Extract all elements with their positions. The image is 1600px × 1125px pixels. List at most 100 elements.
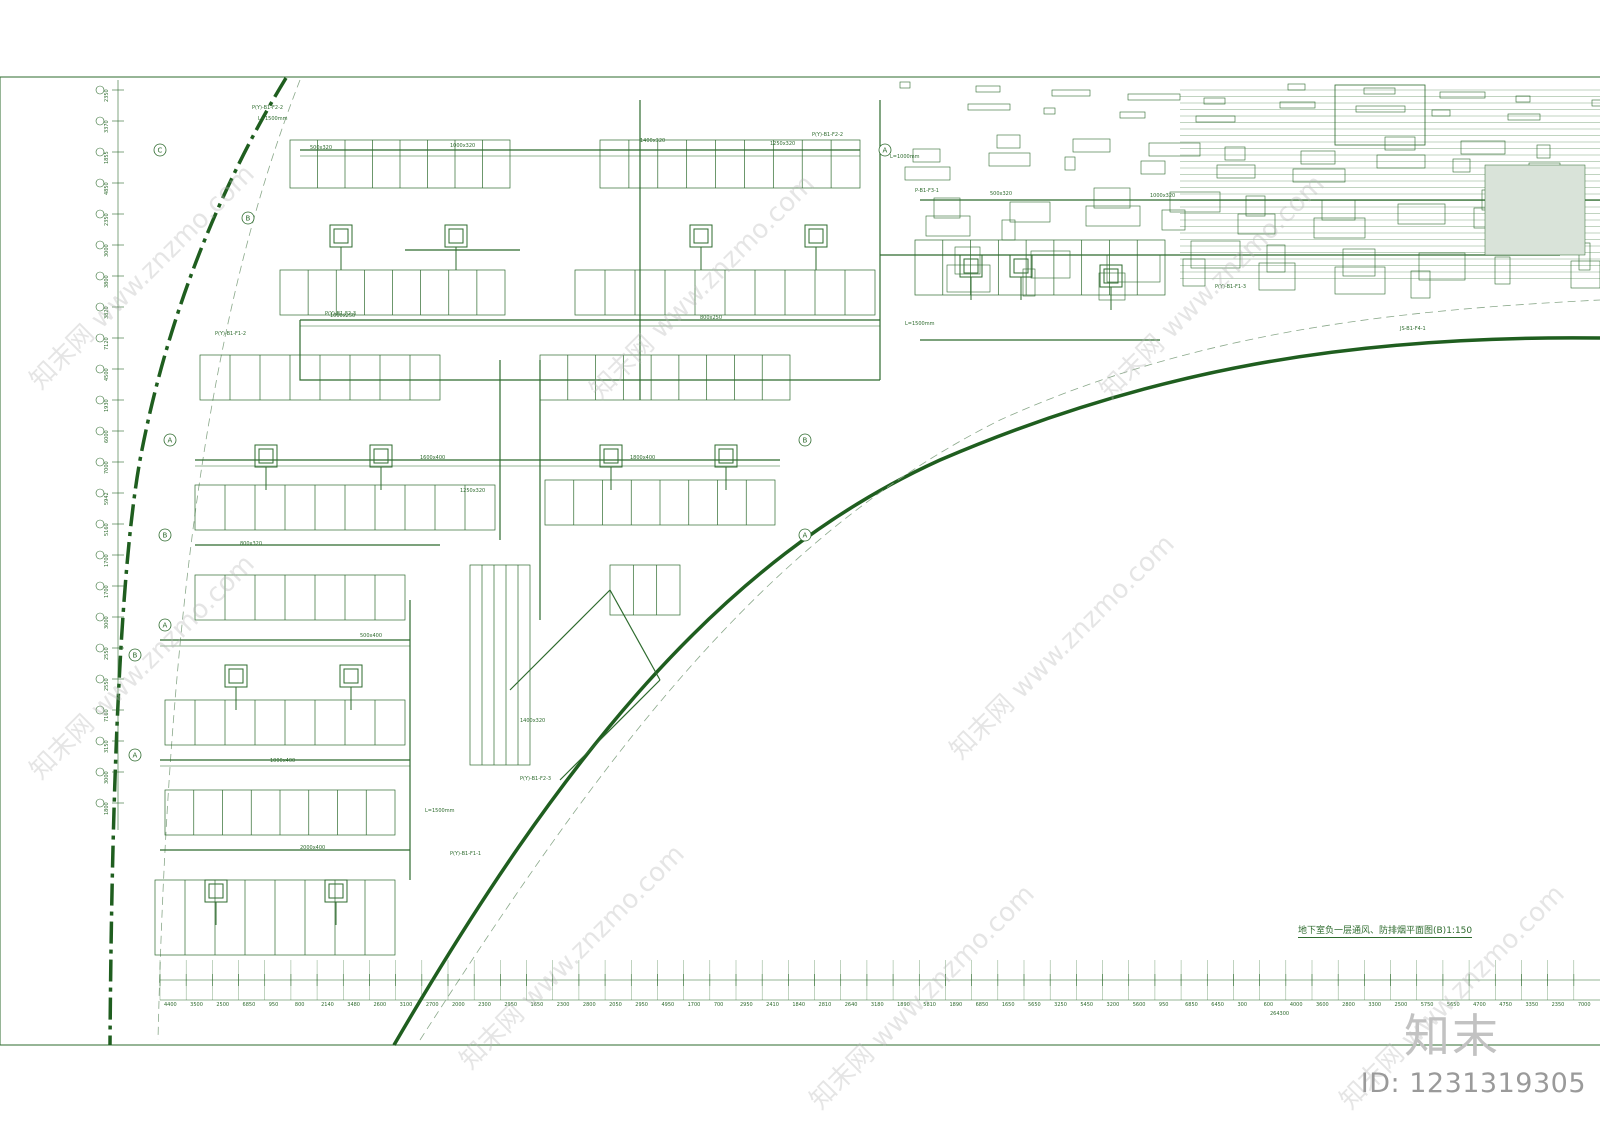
dim-label-bottom: 4750 — [1499, 1002, 1512, 1008]
axis-bubble — [153, 143, 167, 157]
fan-unit-core — [693, 228, 709, 244]
dim-label-bottom: 4000 — [1290, 1002, 1303, 1008]
dim-label-bottom: 3500 — [190, 1002, 203, 1008]
bottom-dimension-chain — [159, 960, 1600, 1001]
dim-label-bottom: 3300 — [1368, 1002, 1381, 1008]
axis-bubble — [128, 748, 142, 762]
grid-bubble — [95, 271, 105, 281]
dim-label-bottom: 950 — [1159, 1002, 1169, 1008]
dim-label-bottom: 1840 — [792, 1002, 805, 1008]
dim-label-bottom: 2500 — [1395, 1002, 1408, 1008]
dim-label-bottom: 2350 — [1552, 1002, 1565, 1008]
grid-bubble — [95, 612, 105, 622]
dim-label-bottom: 2800 — [1342, 1002, 1355, 1008]
axis-label: B — [163, 532, 168, 540]
equipment-block — [1119, 111, 1146, 119]
dim-label-bottom: 2800 — [583, 1002, 596, 1008]
dim-label-bottom: 2140 — [321, 1002, 334, 1008]
equipment-block — [1030, 250, 1071, 279]
fan-unit — [339, 664, 363, 688]
equipment-block — [1237, 213, 1276, 235]
dim-label-bottom: 2950 — [740, 1002, 753, 1008]
dim-label-bottom: 4400 — [164, 1002, 177, 1008]
dim-label-bottom: 5450 — [1080, 1002, 1093, 1008]
equipment-block — [899, 81, 911, 89]
dim-label-bottom: 3180 — [871, 1002, 884, 1008]
dim-label-bottom: 1650 — [531, 1002, 544, 1008]
axis-label: A — [883, 147, 888, 155]
duct-size-label: 800x250 — [700, 315, 722, 321]
equipment-block — [1384, 136, 1416, 151]
fan-unit-core — [208, 883, 224, 899]
hatched-shaft — [1484, 164, 1586, 256]
equipment-block — [967, 103, 1011, 111]
dim-label-left: 7120 — [104, 337, 110, 350]
equipment-block — [1022, 268, 1036, 297]
diagonal-duct — [509, 589, 611, 691]
fan-unit-core — [718, 448, 734, 464]
dim-label-bottom: 3100 — [400, 1002, 413, 1008]
equipment-room-area — [899, 81, 1600, 301]
duct-size-label: 1250x320 — [770, 141, 795, 147]
fan-unit-core — [1013, 258, 1029, 274]
dim-label-bottom: 7000 — [1578, 1002, 1591, 1008]
equipment-block — [912, 148, 941, 163]
equipment-block — [1292, 168, 1346, 183]
dim-label-left: 3150 — [104, 740, 110, 753]
dim-label-bottom: 1890 — [949, 1002, 962, 1008]
parking-block — [609, 564, 681, 616]
dim-label-bottom: 3350 — [1525, 1002, 1538, 1008]
grid-bubble — [95, 178, 105, 188]
dim-label-left: 3000 — [104, 244, 110, 257]
duct-size-label: 500x320 — [310, 145, 332, 151]
dim-label-left: 2550 — [104, 678, 110, 691]
grid-bubble — [95, 302, 105, 312]
equipment-block — [1245, 195, 1266, 217]
fan-units — [204, 224, 1123, 925]
equipment-block — [1279, 101, 1316, 109]
grid-bubble — [95, 767, 105, 777]
equipment-block — [1334, 266, 1386, 295]
grid-bubble — [95, 85, 105, 95]
dim-label-bottom: 6850 — [976, 1002, 989, 1008]
dim-label-left: 2550 — [104, 647, 110, 660]
fan-unit — [224, 664, 248, 688]
axis-label: C — [158, 147, 163, 155]
dim-label-left: 1700 — [104, 554, 110, 567]
fan-unit-core — [448, 228, 464, 244]
grid-bubble — [95, 519, 105, 529]
fan-unit-core — [258, 448, 274, 464]
grid-bubble — [95, 209, 105, 219]
duct-size-label: 1000x400 — [270, 758, 295, 764]
parking-block — [539, 354, 791, 401]
fan-unit-core — [963, 258, 979, 274]
dim-label-left: 3370 — [104, 120, 110, 133]
axis-bubble — [158, 618, 172, 632]
dim-label-bottom: 2640 — [845, 1002, 858, 1008]
dim-label-left: 5160 — [104, 523, 110, 536]
dim-label-left: 1700 — [104, 585, 110, 598]
equipment-block — [946, 264, 991, 293]
dim-label-bottom: 2700 — [426, 1002, 439, 1008]
duct-size-label: 1400x320 — [640, 138, 665, 144]
dim-label-left: 3000 — [104, 616, 110, 629]
dim-label-left: 7000 — [104, 461, 110, 474]
dim-label-bottom: 700 — [714, 1002, 724, 1008]
equipment-block — [1064, 156, 1076, 171]
duct-size-label: 800x320 — [240, 541, 262, 547]
dim-label-bottom: 950 — [269, 1002, 279, 1008]
parking-block — [599, 139, 861, 189]
equipment-block — [1093, 187, 1131, 209]
equipment-block — [1043, 107, 1056, 115]
dim-label-left: 1800 — [104, 802, 110, 815]
equipment-tag: P-B1-F3-1 — [915, 188, 939, 194]
equipment-tag: P(Y)-B1-F2-2 — [252, 105, 283, 111]
equipment-block — [1169, 191, 1221, 213]
dim-label-bottom: 4700 — [1473, 1002, 1486, 1008]
equipment-tag: P(Y)-B1-F2-3 — [325, 311, 356, 317]
annotation-labels: 2350337018554850235030003800382071204500… — [104, 89, 1591, 1017]
equipment-block — [925, 215, 971, 237]
fan-unit — [254, 444, 278, 468]
duct-size-label: 1000x320 — [1150, 193, 1175, 199]
